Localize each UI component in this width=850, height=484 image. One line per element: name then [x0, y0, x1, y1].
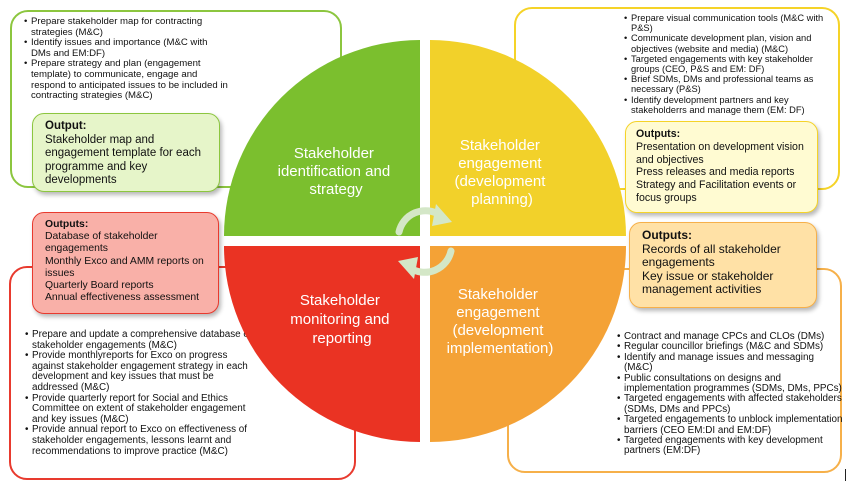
output-line: Press releases and media reports: [636, 166, 795, 179]
output-line: Key issue or stakeholder management acti…: [642, 268, 774, 297]
task-item: Identify issues and importance (M&C with…: [24, 37, 229, 59]
task-item: Regular councillor briefings (M&C and SD…: [617, 341, 845, 353]
tasks-list-implementation: Contract and manage CPCs and CLOs (DMs) …: [609, 331, 845, 457]
output-heading: Outputs:: [45, 219, 89, 230]
quadrant-label-identification: Stakeholder identification and strategy: [278, 145, 395, 198]
task-item: Provide monthlyreports for Exco on progr…: [25, 350, 253, 393]
output-heading: Outputs:: [642, 228, 692, 242]
quadrant-label-monitoring: Stakeholder monitoring and reporting: [290, 292, 393, 347]
tasks-list-monitoring: Prepare and update a comprehensive datab…: [17, 329, 253, 457]
output-box-identification: Output: Stakeholder map and engagement t…: [32, 113, 220, 192]
output-line: Annual effectiveness assessment: [45, 292, 200, 304]
task-item: Identify development partners and key st…: [624, 95, 834, 115]
output-line: Quarterly Board reports: [45, 280, 154, 292]
edge-mark: [845, 469, 846, 481]
quadrant-label-planning: Stakeholder engagement (development plan…: [454, 137, 549, 208]
task-item: Prepare visual communication tools (M&C …: [624, 13, 834, 33]
task-item: Provide quarterly report for Social and …: [25, 393, 253, 426]
tasks-list-identification: Prepare stakeholder map for contracting …: [16, 16, 229, 102]
quadrant-label-implementation: Stakeholder engagement (development impl…: [447, 286, 554, 357]
quadrant-planning: [430, 40, 626, 236]
task-item: Prepare strategy and plan (engagement te…: [24, 59, 229, 101]
output-box-monitoring: Outputs: Database of stakeholder engagem…: [32, 212, 219, 314]
task-item: Targeted engagements with key stakeholde…: [624, 54, 834, 74]
quadrant-identification: [224, 40, 420, 236]
tasks-list-planning: Prepare visual communication tools (M&C …: [616, 13, 834, 115]
output-line: Strategy and Facilitation events or focu…: [636, 179, 797, 204]
task-item: Targeted engagements with affected stake…: [617, 394, 845, 415]
output-heading: Output:: [45, 120, 87, 132]
quadrant-monitoring: [224, 246, 420, 442]
output-box-planning: Outputs: Presentation on development vis…: [625, 121, 818, 213]
task-item: Targeted engagements to unblock implemen…: [617, 415, 845, 436]
task-item: Targeted engagements with key developmen…: [617, 435, 845, 457]
output-box-implementation: Outputs: Records of all stakeholder enga…: [629, 222, 817, 308]
output-line: Database of stakeholder engagements: [45, 231, 158, 255]
task-item: Public consultations on designs and impl…: [617, 373, 845, 395]
output-heading: Outputs:: [636, 128, 681, 140]
output-line: Monthly Exco and AMM reports on issues: [45, 255, 204, 279]
task-item: Brief SDMs, DMs and professional teams a…: [624, 74, 834, 94]
quadrant-implementation: [430, 246, 626, 442]
task-item: Communicate development plan, vision and…: [624, 33, 834, 53]
task-item: Prepare and update a comprehensive datab…: [25, 329, 253, 351]
task-item: Contract and manage CPCs and CLOs (DMs): [617, 331, 845, 343]
task-item: Provide annual report to Exco on effecti…: [25, 425, 253, 457]
output-line: Records of all stakeholder engagements: [642, 241, 781, 270]
output-line: Stakeholder map and engagement template …: [45, 133, 201, 187]
task-item: Prepare stakeholder map for contracting …: [24, 16, 229, 38]
output-line: Presentation on development vision and o…: [636, 140, 804, 166]
task-item: Identify and manage issues and messaging…: [617, 352, 845, 374]
